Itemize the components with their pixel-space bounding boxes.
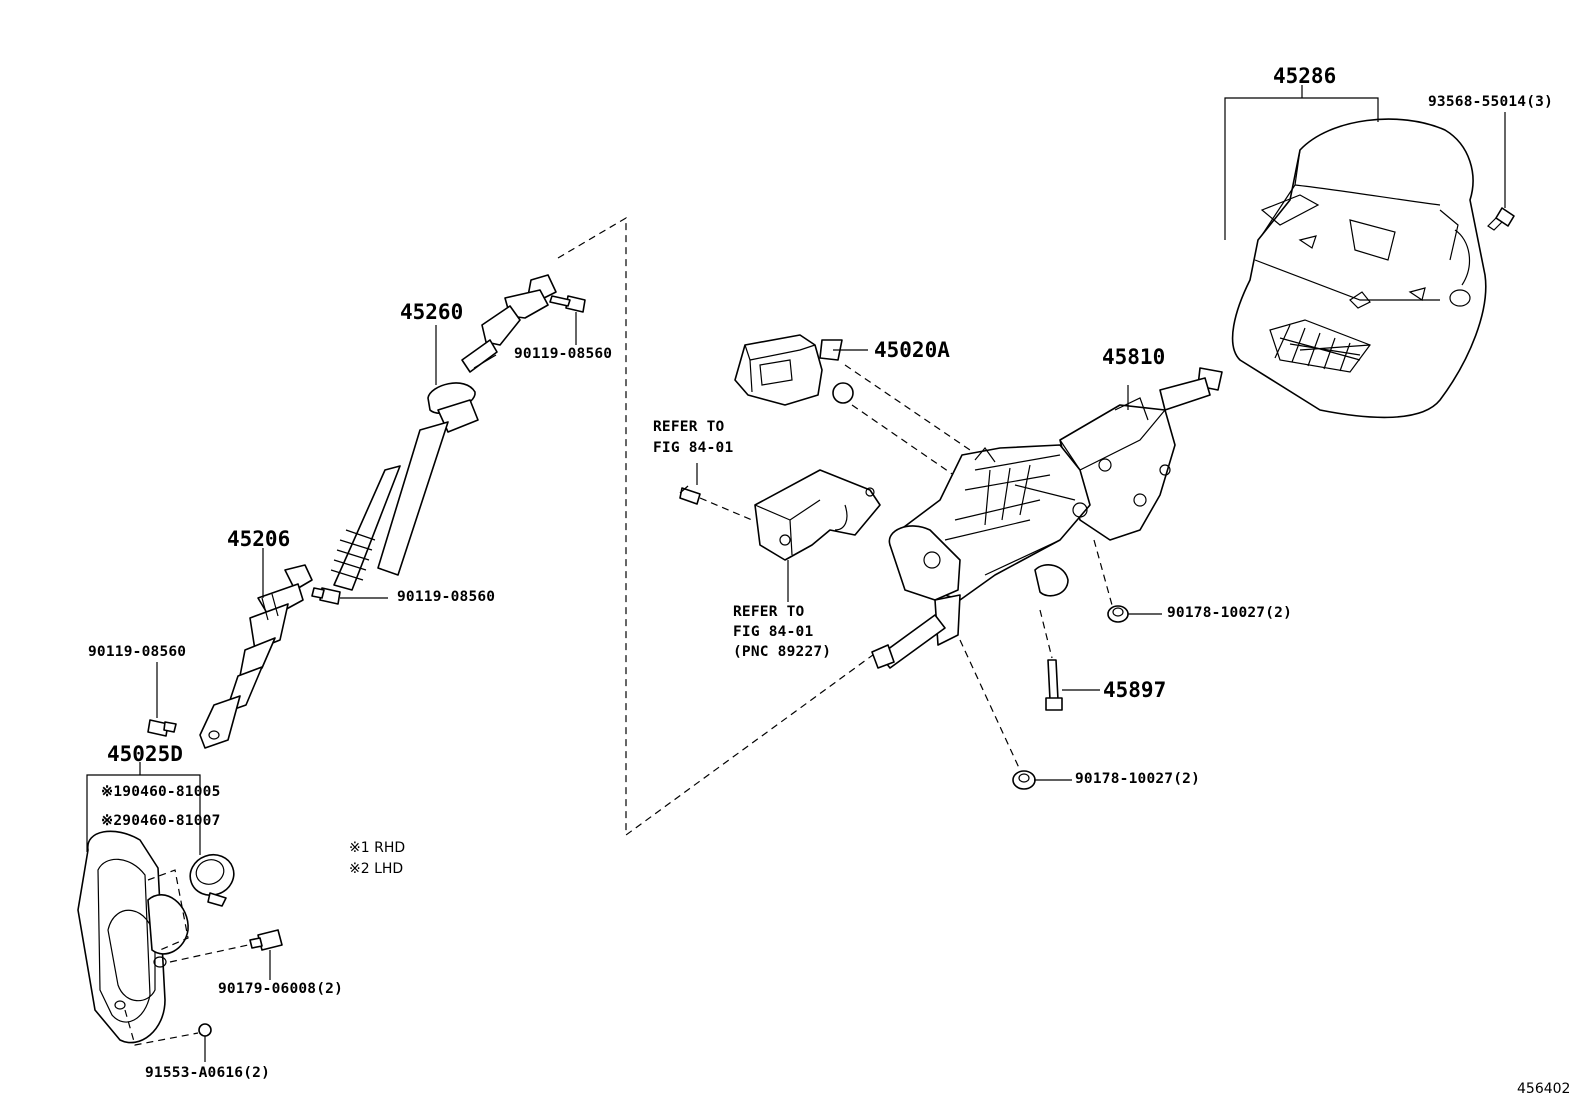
label-45810: 45810 [1102, 345, 1166, 369]
nut-91553-part [198, 1023, 212, 1037]
label-90119-08560-a: 90119-08560 [514, 346, 613, 362]
label-refer-to-2: REFER TO FIG 84-01 (PNC 89227) [733, 604, 832, 660]
dashed-90178-a [1093, 539, 1113, 606]
note-lhd: ※2 LHD [349, 861, 404, 877]
dashed-screw-refer [699, 497, 753, 521]
label-45020A: 45020A [874, 338, 950, 362]
screw-93568-part [1487, 207, 1515, 231]
steering-column-part [871, 367, 1223, 669]
lower-ujoint-shaft-part [199, 564, 313, 749]
intermediate-shaft-part [330, 274, 557, 591]
label-refer-to-1a: REFER TO [653, 419, 725, 435]
steering-lock-part [734, 334, 854, 406]
bolt-90119-b-part [311, 587, 341, 605]
nut-90178-b-part [1012, 770, 1036, 790]
dashed-connector-shaft [557, 216, 878, 837]
dashed-91553 [124, 1009, 199, 1046]
figure-number: 456402 [1517, 1081, 1571, 1097]
note-rhd: ※1 RHD [349, 840, 406, 856]
bolt-45897-part [1045, 659, 1063, 711]
label-90178-10027-b: 90178-10027(2) [1075, 771, 1201, 787]
hole-cover-part [77, 830, 189, 1044]
label-93568-55014: 93568-55014(3) [1428, 94, 1554, 110]
label-refer-to-1b: FIG 84-01 [653, 440, 734, 456]
dashed-seal [147, 869, 189, 951]
column-cover-part [1231, 118, 1487, 419]
label-45897: 45897 [1103, 678, 1167, 702]
dashed-90178-b [959, 639, 1021, 771]
label-90178-10027-a: 90178-10027(2) [1167, 605, 1293, 621]
screw-refer-part [679, 485, 701, 505]
leader-45025D [86, 774, 201, 855]
label-45286: 45286 [1273, 64, 1337, 88]
label-90460-81007: ※290460-81007 [101, 813, 221, 829]
label-45260: 45260 [400, 300, 464, 324]
label-45206: 45206 [227, 527, 291, 551]
label-90119-08560-c: 90119-08560 [88, 644, 187, 660]
label-91553-A0616: 91553-A0616(2) [145, 1065, 271, 1081]
label-45025D: 45025D [107, 742, 183, 766]
dashed-45897 [1039, 609, 1053, 659]
bolt-90179-part [249, 929, 283, 951]
seal-90460-part [189, 853, 235, 907]
label-90460-81005: ※190460-81005 [101, 784, 221, 800]
bolt-90119-a-part [549, 295, 586, 313]
bracket-part [754, 469, 881, 561]
dashed-90179 [169, 944, 249, 963]
label-90119-08560-b: 90119-08560 [397, 589, 496, 605]
dashed-45020A [844, 364, 971, 479]
bolt-90119-c-part [147, 719, 177, 737]
label-90179-06008: 90179-06008(2) [218, 981, 344, 997]
nut-90178-a-part [1107, 605, 1129, 623]
